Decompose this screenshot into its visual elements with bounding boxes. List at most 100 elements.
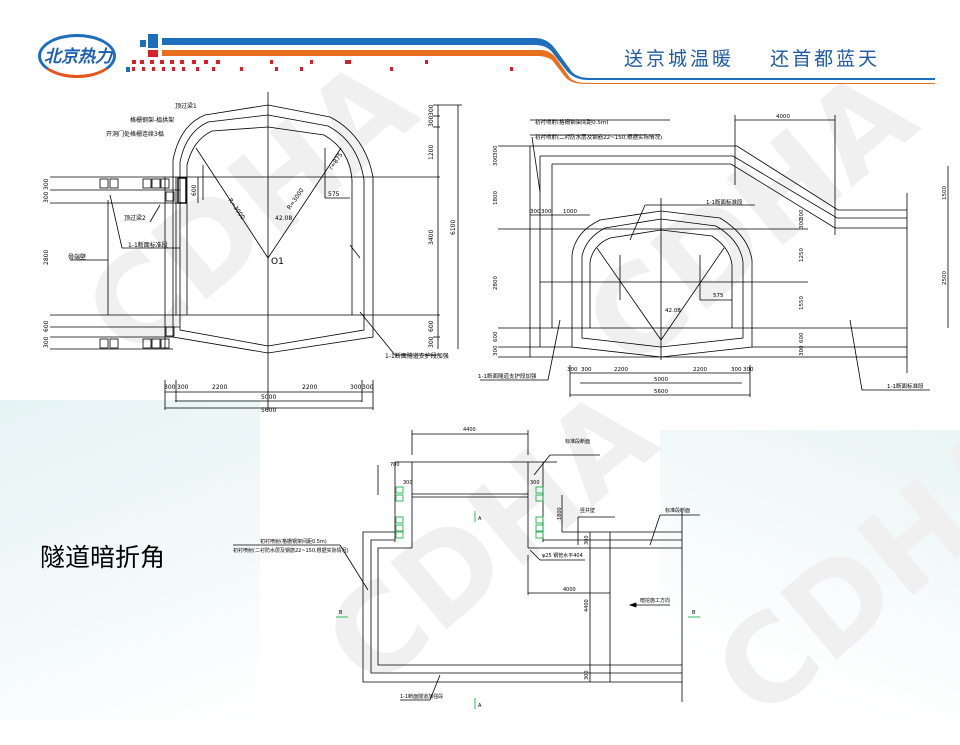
label-reinforce: 1-1断面隧道支护段加强 <box>385 352 449 360</box>
slogan: 送京城温暖 还首都蓝天 <box>624 48 881 70</box>
dim-label: 300 <box>43 336 50 348</box>
dim-label: 2200 <box>693 367 707 373</box>
dim-label: 2500 <box>942 271 948 285</box>
note-lining-2: 初衬喷射(二衬防水层及钢筋22~150,根据实际情况) <box>233 547 349 554</box>
dim-575: 575 <box>328 191 340 198</box>
dim-label: 300 <box>799 209 805 220</box>
dim-label: 5000 <box>654 377 668 383</box>
label-r3: r=875 <box>328 151 345 171</box>
label-mid-note: 竖井壁 <box>580 507 595 514</box>
dim-label: 300 <box>43 178 50 190</box>
cad-drawings: 顶过梁1 格栅钢架-榀拱架 开洞门处格栅连续3榀 顶过梁2 1-1断面标准段 骨… <box>43 92 949 709</box>
dim-label: 300 <box>530 209 541 215</box>
label-reinforce-section: 1-1断面隧道支护段加强 <box>478 372 537 380</box>
label-r1: R=3000 <box>226 197 246 221</box>
tunnel-section-right <box>480 115 949 397</box>
note-lining-1: 初衬喷射(格栅钢架间距0.5m) <box>260 538 327 545</box>
dim-label: 1800 <box>557 507 563 520</box>
label-opening: 开洞门处格栅连续3榀 <box>106 130 164 138</box>
label-beam: φ25 钢管水平404 <box>542 552 583 559</box>
dim-label: 300 <box>584 670 590 680</box>
dim-label: 600 <box>43 320 50 332</box>
dim-label: 300 <box>177 384 189 391</box>
tunnel-section-left <box>50 92 462 410</box>
note-lining-1: 初衬喷射(格栅钢架间距0.5m) <box>535 118 608 126</box>
dim-label: 2800 <box>493 276 499 290</box>
section-marker-b-right: B <box>692 610 696 616</box>
label-direction: 暗挖施工方向 <box>640 597 670 604</box>
dim-label: 600 <box>493 331 499 342</box>
label-beam2: 顶过梁2 <box>124 214 146 222</box>
dim-label: 575 <box>713 293 724 299</box>
label-top-note: 标准段断面 <box>565 438 590 445</box>
dim-label: 4400 <box>584 599 590 612</box>
dim-label: 4400 <box>463 427 476 433</box>
header-banner <box>126 34 935 84</box>
dim-label: 2200 <box>212 384 227 391</box>
dim-label: 300 <box>428 104 435 116</box>
dim-label: 2800 <box>43 250 50 265</box>
company-logo <box>38 34 116 78</box>
dim-label: 600 <box>799 332 805 343</box>
dim-label: 1800 <box>493 191 499 205</box>
label-wall: 骨端壁 <box>68 253 86 261</box>
dim-label: 300 <box>493 155 499 166</box>
dim-label: 300 <box>584 535 590 545</box>
dim-label: 42.08 <box>665 308 681 314</box>
dim-label: 300 <box>403 480 413 486</box>
label-right-note: 标准段断面 <box>665 507 690 514</box>
dim-label: 5600 <box>654 389 668 395</box>
dim-label: 1200 <box>428 145 435 160</box>
label-r2: R=3000 <box>286 187 306 211</box>
dim-label: 300 <box>350 384 362 391</box>
dim-label: 300 <box>164 384 176 391</box>
dim-label: 300 <box>428 336 435 348</box>
dim-label: 4000 <box>776 114 790 120</box>
dim-label: 1500 <box>942 186 948 200</box>
dim-label: 300 <box>743 367 754 373</box>
dim-label: 5000 <box>261 394 276 401</box>
dim-label: 300 <box>567 367 578 373</box>
dim-label: 600 <box>428 320 435 332</box>
section-marker-b-left: B <box>339 610 343 616</box>
slide-title: 隧道暗折角 <box>40 543 166 572</box>
label-angle: 42.08 <box>275 215 292 222</box>
dim-label: 300 <box>493 345 499 356</box>
label-pipe: 格栅钢架-榀拱架 <box>130 116 174 124</box>
tunnel-plan-bottom <box>233 430 700 709</box>
label-standard-section: 1-1断面标准段 <box>706 198 743 206</box>
section-marker-a-top: A <box>478 516 482 522</box>
dim-label: 300 <box>581 367 592 373</box>
dim-label: 300 <box>799 345 805 356</box>
dim-label: 300 <box>493 145 499 156</box>
dim-label: 300 <box>428 115 435 127</box>
dim-label: 3400 <box>428 230 435 245</box>
dim-label: 300 <box>731 367 742 373</box>
dim-label: 300 <box>541 209 552 215</box>
dim-label: 2200 <box>614 367 628 373</box>
dim-label: 300 <box>43 191 50 203</box>
label-o1: O1 <box>271 257 284 267</box>
dim-label: 1000 <box>563 209 577 215</box>
background-decoration <box>660 430 960 720</box>
dim-label: 5600 <box>261 407 276 414</box>
dim-label: 1250 <box>799 248 805 262</box>
section-marker-a-bottom: A <box>478 703 482 709</box>
label-standard-section-2: 1-1断面标准段 <box>887 382 924 390</box>
label-section: 1-1断面标准段 <box>128 241 168 249</box>
dim-label: 4000 <box>563 587 576 593</box>
dim-label: 300 <box>799 218 805 229</box>
dim-label: 300 <box>362 384 374 391</box>
dim-label: 300 <box>530 480 540 486</box>
dim-label: 6100 <box>450 220 457 235</box>
dim-label: 1550 <box>799 296 805 310</box>
note-lining-2: 初衬喷射(二衬防水层及钢筋22~150,根据实际情况) <box>535 133 662 141</box>
label-bottom-note: 1-1断面隧道加强段 <box>400 693 443 700</box>
slide-header: 北京热力 送京城温暖 还首都蓝天 <box>0 0 960 90</box>
dim-label: 2200 <box>302 384 317 391</box>
label-beam1: 顶过梁1 <box>175 102 197 110</box>
logo-text: 北京热力 <box>44 47 112 67</box>
dim-label: 700 <box>390 462 400 468</box>
dim-600: 600 <box>191 184 198 196</box>
background-decoration <box>0 400 260 720</box>
